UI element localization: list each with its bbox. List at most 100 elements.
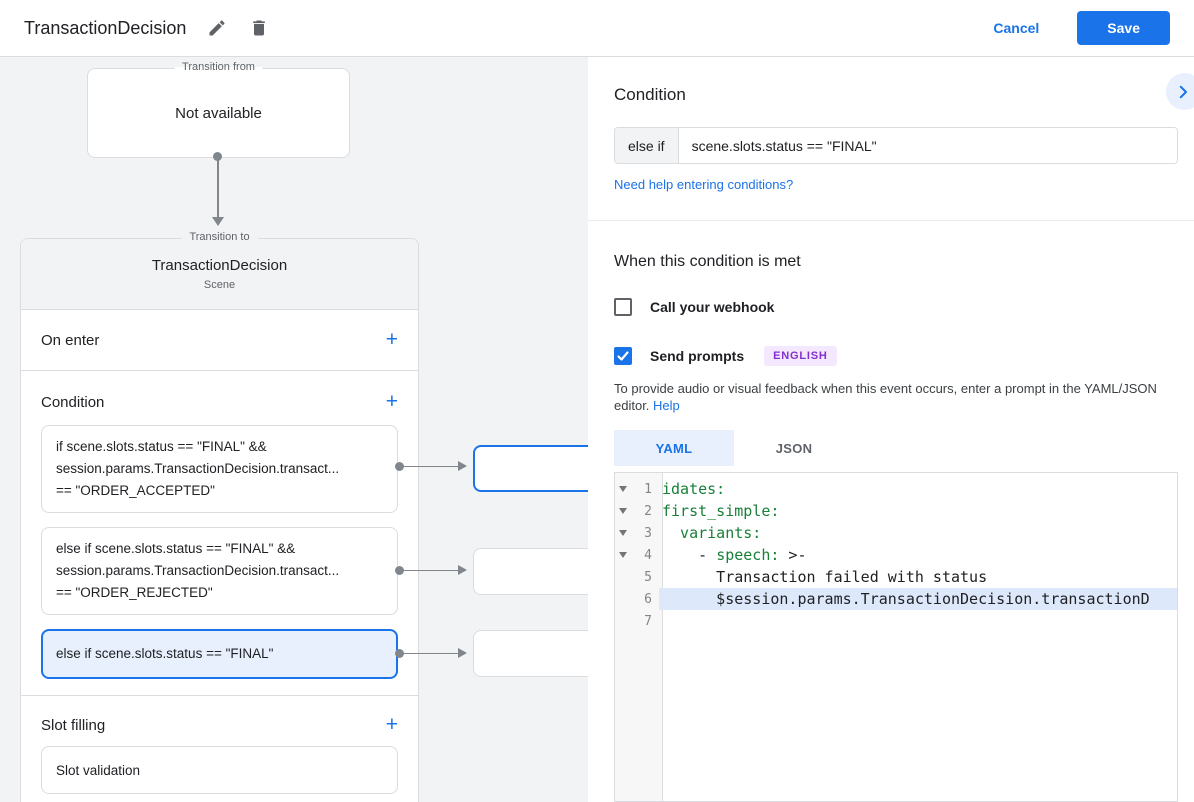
- connector-line: [402, 465, 458, 467]
- webhook-row: Call your webhook: [614, 298, 1178, 316]
- scene-header[interactable]: TransactionDecision Scene: [21, 239, 418, 310]
- condition-text-line: else if scene.slots.status == "FINAL" &&: [56, 541, 296, 556]
- fold-arrow-icon[interactable]: [615, 552, 631, 558]
- transition-to-legend: Transition to: [181, 231, 258, 243]
- send-prompts-row: Send prompts ENGLISH: [614, 346, 1178, 366]
- code-text: Transaction failed with status: [662, 568, 988, 586]
- connector-line: [217, 160, 219, 217]
- send-prompts-checkbox[interactable]: [614, 347, 632, 365]
- code-text: - speech: >-: [662, 546, 807, 564]
- condition-input-group: else if: [614, 127, 1178, 164]
- check-icon: [617, 351, 629, 361]
- pencil-icon: [209, 20, 225, 36]
- code-text: variants:: [662, 524, 762, 542]
- condition-prefix-label: else if: [615, 128, 679, 163]
- condition-text-line: session.params.TransactionDecision.trans…: [56, 461, 340, 476]
- prompt-hint-body: To provide audio or visual feedback when…: [614, 381, 1157, 413]
- call-webhook-checkbox[interactable]: [614, 298, 632, 316]
- delete-icon[interactable]: [248, 17, 270, 39]
- line-number: 2: [644, 503, 652, 519]
- slot-validation-card[interactable]: Slot validation: [41, 746, 398, 794]
- condition-card-list: if scene.slots.status == "FINAL" && sessi…: [21, 423, 418, 679]
- tab-yaml[interactable]: YAML: [614, 430, 734, 466]
- save-button[interactable]: Save: [1077, 11, 1170, 45]
- transition-target-box[interactable]: [473, 548, 588, 595]
- on-enter-row[interactable]: On enter +: [21, 310, 418, 371]
- condition-arrow: [395, 565, 475, 576]
- connector-dot: [395, 649, 404, 658]
- connector-line: [402, 569, 458, 571]
- condition-expression-input[interactable]: [678, 128, 1177, 163]
- condition-section-label: Condition: [41, 393, 105, 411]
- line-number: 6: [644, 591, 652, 607]
- code-text: idates:: [662, 480, 726, 498]
- on-enter-label: On enter: [41, 331, 100, 349]
- condition-card-selected[interactable]: else if scene.slots.status == "FINAL": [41, 629, 398, 679]
- panel-divider: [588, 220, 1194, 221]
- code-line[interactable]: 3 variants:: [615, 522, 1177, 544]
- slot-validation-label: Slot validation: [56, 762, 141, 778]
- collapse-panel-button[interactable]: [1166, 73, 1194, 110]
- trash-icon: [253, 20, 266, 36]
- arrow-right-icon: [458, 565, 467, 575]
- arrow-down-icon: [212, 217, 224, 226]
- fold-arrow-icon[interactable]: [615, 530, 631, 536]
- code-text: $session.params.TransactionDecision.tran…: [659, 588, 1177, 610]
- add-condition-icon[interactable]: +: [385, 390, 398, 413]
- code-line[interactable]: 7: [615, 610, 1177, 632]
- transition-from-value: Not available: [175, 104, 262, 122]
- condition-text-line: if scene.slots.status == "FINAL" &&: [56, 439, 267, 454]
- scene-name: TransactionDecision: [151, 257, 288, 274]
- prompt-help-link[interactable]: Help: [653, 398, 680, 413]
- scene-type-label: Scene: [203, 279, 236, 291]
- section-divider: [21, 695, 418, 696]
- line-number: 3: [644, 525, 652, 541]
- conditions-help-link[interactable]: Need help entering conditions?: [614, 177, 794, 192]
- condition-text-line: == "ORDER_REJECTED": [56, 585, 213, 600]
- transition-from-box: Transition from Not available: [87, 61, 350, 158]
- code-line[interactable]: 1 idates:: [615, 478, 1177, 500]
- code-text: [659, 610, 1177, 632]
- top-bar: TransactionDecision Cancel Save: [0, 0, 1194, 57]
- cancel-button[interactable]: Cancel: [993, 20, 1040, 36]
- condition-arrow: [395, 461, 475, 472]
- transition-target-box[interactable]: [473, 445, 588, 492]
- condition-text-line: == "ORDER_ACCEPTED": [56, 483, 215, 498]
- arrow-right-icon: [458, 461, 467, 471]
- code-line[interactable]: 4 - speech: >-: [615, 544, 1177, 566]
- condition-card[interactable]: if scene.slots.status == "FINAL" && sessi…: [41, 425, 398, 513]
- condition-text-line: else if scene.slots.status == "FINAL": [56, 646, 274, 661]
- code-line[interactable]: 2 first_simple:: [615, 500, 1177, 522]
- connector-dot: [395, 566, 404, 575]
- scene-diagram-canvas: Transition from Not available Transition…: [0, 57, 588, 802]
- add-on-enter-icon[interactable]: +: [385, 328, 398, 351]
- line-number: 7: [644, 613, 652, 629]
- condition-card[interactable]: else if scene.slots.status == "FINAL" &&…: [41, 527, 398, 615]
- editor-format-tabs: YAML JSON: [614, 430, 1178, 466]
- fold-arrow-icon[interactable]: [615, 508, 631, 514]
- send-prompts-label[interactable]: Send prompts: [650, 348, 745, 364]
- chevron-right-icon: [1179, 85, 1187, 98]
- line-number: 1: [644, 481, 652, 497]
- connector-dot: [395, 462, 404, 471]
- transition-from-legend: Transition from: [174, 61, 263, 73]
- slot-filling-section-header: Slot filling +: [21, 696, 418, 746]
- code-line[interactable]: 6 $session.params.TransactionDecision.tr…: [615, 588, 1177, 610]
- condition-arrow: [395, 648, 475, 659]
- when-condition-met-heading: When this condition is met: [614, 253, 801, 270]
- slot-filling-label: Slot filling: [41, 716, 106, 734]
- code-text: first_simple:: [662, 502, 780, 520]
- prompt-hint-text: To provide audio or visual feedback when…: [614, 380, 1178, 414]
- fold-arrow-icon[interactable]: [615, 486, 631, 492]
- code-line[interactable]: 5 Transaction failed with status: [615, 566, 1177, 588]
- transition-target-box[interactable]: [473, 630, 588, 677]
- edit-icon[interactable]: [206, 17, 228, 39]
- call-webhook-label[interactable]: Call your webhook: [650, 299, 775, 315]
- condition-text-line: session.params.TransactionDecision.trans…: [56, 563, 340, 578]
- tab-json[interactable]: JSON: [775, 440, 813, 456]
- add-slot-icon[interactable]: +: [385, 713, 398, 736]
- main-area: Transition from Not available Transition…: [0, 57, 1194, 802]
- line-number: 4: [644, 547, 652, 563]
